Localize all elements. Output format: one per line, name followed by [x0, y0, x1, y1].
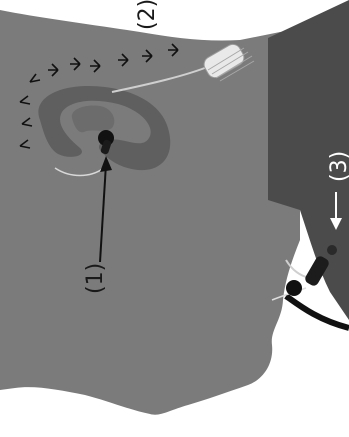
head-silhouette — [0, 10, 300, 415]
step-1-label: (1) — [83, 263, 108, 294]
step-2-label: (2) — [135, 0, 160, 30]
step-3-label: (3) — [327, 151, 349, 182]
